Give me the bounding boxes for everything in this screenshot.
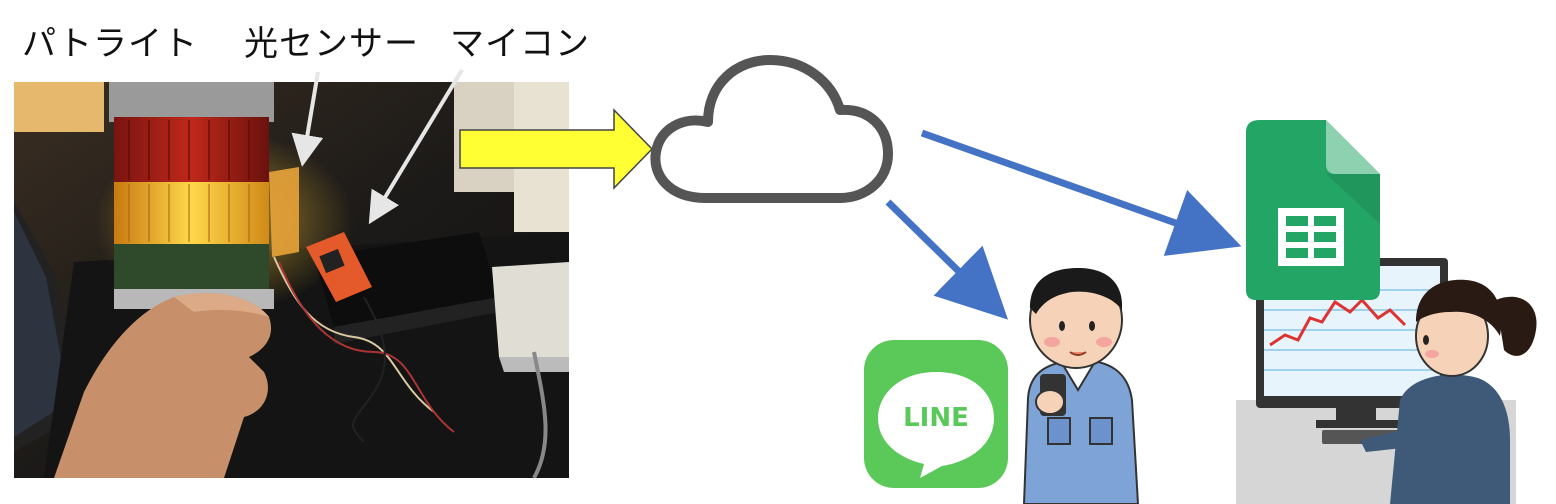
microcontroller-pointer-arrow <box>368 68 464 225</box>
microcontroller-label: マイコン <box>450 24 590 64</box>
line-icon-text: LINE <box>903 403 969 433</box>
yellow-flow-arrow <box>459 108 654 190</box>
blue-arrow-to-user <box>885 199 1008 320</box>
patlite-label: パトライト <box>22 24 199 64</box>
light-sensor-label: 光センサー <box>244 24 419 64</box>
cloud-icon <box>650 55 893 203</box>
worker-with-phone <box>1022 268 1140 504</box>
line-app-icon: LINE <box>864 340 1008 488</box>
google-sheets-icon <box>1246 120 1380 300</box>
sensor-pointer-arrow <box>291 71 324 167</box>
analyst-at-computer <box>1236 258 1537 504</box>
blue-arrow-to-sheets <box>920 129 1242 256</box>
